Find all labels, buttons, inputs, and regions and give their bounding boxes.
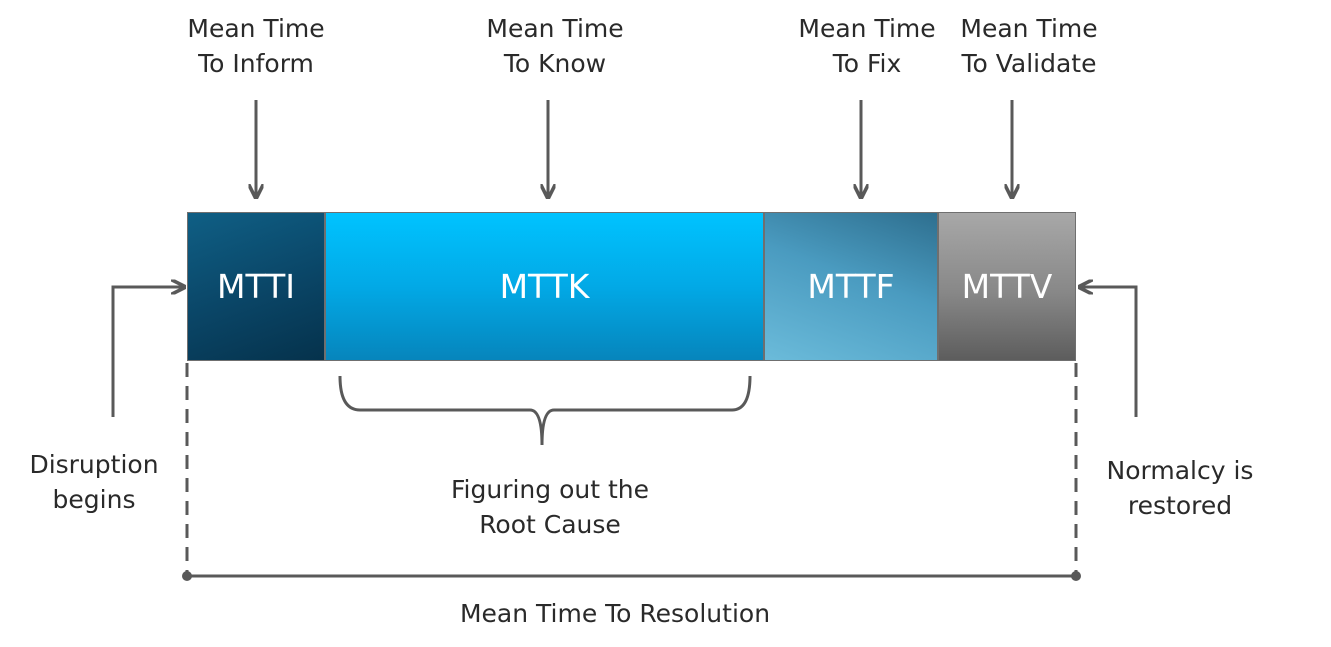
- resolution-label: Mean Time To Resolution: [459, 599, 771, 628]
- root-cause-brace: [338, 375, 752, 446]
- label-mttk: Mean Time To Know: [486, 14, 624, 78]
- segment-mttk: MTTK: [325, 212, 764, 361]
- segment-mttv: MTTV: [938, 212, 1076, 361]
- arrow-end: [1081, 287, 1138, 417]
- resolution-start-dot: [182, 571, 192, 581]
- resolution-end-dot: [1071, 571, 1081, 581]
- segment-mttf: MTTF: [764, 212, 938, 361]
- normalcy-restored-label: Normalcy is restored: [1106, 456, 1254, 520]
- label-mttv: Mean Time To Validate: [960, 14, 1098, 78]
- arrow-start: [111, 287, 183, 417]
- label-mtti: Mean Time To Inform: [187, 14, 325, 78]
- label-mttf: Mean Time To Fix: [798, 14, 936, 78]
- segment-mtti: MTTI: [187, 212, 325, 361]
- root-cause-label: Figuring out the Root Cause: [450, 475, 650, 539]
- disruption-begins-label: Disruption begins: [29, 450, 159, 514]
